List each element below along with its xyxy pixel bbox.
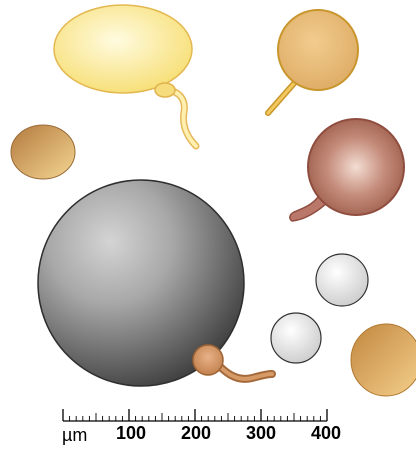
small-white-sphere-bottom [271, 313, 321, 363]
scale-label-400: 400 [311, 423, 341, 443]
scale-label-300: 300 [246, 423, 276, 443]
scale-bar: µm 100 200 300 400 [62, 409, 341, 445]
scale-label-200: 200 [181, 423, 211, 443]
tan-disc-cell-edge [351, 324, 416, 396]
flask-cell-body [308, 119, 404, 215]
large-oval-flagellated-cell [54, 5, 196, 146]
curled-cell-body [193, 345, 223, 375]
scale-unit-label: µm [62, 425, 87, 445]
scale-label-100: 100 [116, 423, 146, 443]
oval-cell-body [54, 5, 192, 93]
small-brown-curled-cell [193, 345, 272, 379]
small-brown-disc-cell [11, 125, 75, 179]
reddish-brown-flask-cell [290, 119, 404, 221]
oval-cell-knob [155, 83, 175, 97]
tan-tailed-round-cell [268, 10, 358, 113]
scale-ticks [63, 409, 327, 421]
small-white-sphere-top [316, 254, 368, 306]
tan-cell-body [278, 10, 358, 90]
tan-cell-tail-inner [268, 80, 297, 113]
